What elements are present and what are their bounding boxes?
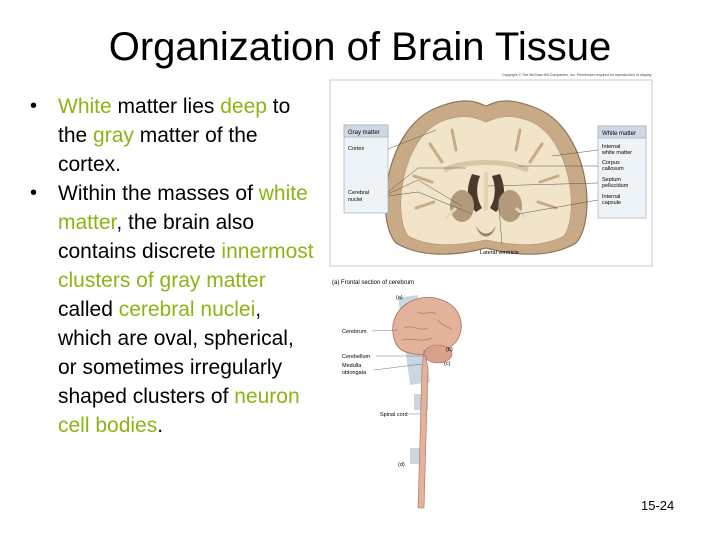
- bullet-text: , the brain also contains discrete: [58, 211, 255, 263]
- bullet-text: called: [58, 298, 119, 321]
- gray-matter-header: Gray matter: [348, 130, 380, 136]
- corpus-callosum-line2: callosum: [602, 166, 624, 172]
- copyright-line: Copyright © The McGraw-Hill Companies, I…: [502, 73, 652, 77]
- internal-capsule-line1: Internal: [602, 194, 620, 200]
- septum-pellucidum-line1: Septum: [602, 177, 621, 183]
- brain-spinal-cord-illustration: [392, 295, 462, 509]
- septum-pellucidum-line2: pellucidum: [602, 183, 629, 189]
- cortex-label: Cortex: [348, 146, 364, 152]
- bullet-text: matter of the cortex.: [58, 124, 258, 176]
- marker-a: (a): [396, 295, 403, 301]
- highlighted-text: neuron cell bodies: [58, 385, 300, 437]
- spinal-cord-label: Spinal cord: [380, 412, 408, 418]
- cerebral-nuclei-label-line1: Cerebral: [348, 190, 369, 196]
- highlighted-text: deep: [220, 95, 267, 118]
- medulla-label-line1: Medulla: [342, 363, 362, 369]
- internal-white-matter-line2: white matter: [601, 150, 632, 156]
- bullet-item: Within the masses of white matter, the b…: [28, 179, 318, 440]
- lateral-ventricle-label: Lateral ventricle: [480, 250, 519, 256]
- gray-matter-leader-lines: [387, 129, 473, 215]
- lateral-ventricle-leader: [497, 195, 503, 245]
- page-number: 15-24: [641, 498, 675, 513]
- corpus-callosum-line1: Corpus: [602, 160, 620, 166]
- medulla-label-line2: oblongata: [342, 370, 367, 376]
- bullet-text: Within the masses of: [58, 182, 259, 205]
- frontal-section-caption: (a) Frontal section of cerebrum: [332, 280, 414, 286]
- marker-c: (c): [444, 361, 451, 367]
- gray-matter-legend: Gray matter Cortex Cerebral nuclei: [343, 124, 389, 214]
- bullet-text: to the: [58, 95, 291, 147]
- white-matter-leader-lines: [487, 149, 599, 215]
- bullet-text: , which are oval, spherical, or sometime…: [58, 298, 294, 408]
- frontal-section-illustration: [384, 100, 588, 255]
- white-matter-header: White matter: [602, 131, 636, 137]
- slide-title: Organization of Brain Tissue: [108, 25, 612, 69]
- bullet-item: White matter lies deep to the gray matte…: [28, 92, 318, 179]
- marker-b: (b): [446, 347, 453, 353]
- internal-capsule-line2: capsule: [602, 200, 621, 206]
- bullet-text: .: [157, 414, 164, 437]
- highlighted-text: gray: [93, 124, 134, 147]
- highlighted-text: innermost clusters of gray matter: [58, 240, 314, 292]
- highlighted-text: White: [58, 95, 112, 118]
- white-matter-legend: White matter Internal white matter Corpu…: [597, 125, 647, 219]
- highlighted-text: cerebral nuclei: [118, 298, 256, 321]
- internal-white-matter-line1: Internal: [602, 144, 620, 150]
- lower-leader-lines: [371, 329, 426, 415]
- marker-d: (d): [398, 462, 405, 468]
- cerebral-nuclei-label-line2: nuclei: [348, 197, 362, 203]
- bullet-text: matter lies: [111, 95, 221, 118]
- bullet-list: White matter lies deep to the gray matte…: [28, 92, 318, 440]
- highlighted-text: white matter: [58, 182, 308, 234]
- brain-figure: Copyright © The McGraw-Hill Companies, I…: [329, 73, 653, 509]
- cerebellum-label: Cerebellum: [342, 354, 371, 360]
- cerebrum-label: Cerebrum: [342, 329, 367, 335]
